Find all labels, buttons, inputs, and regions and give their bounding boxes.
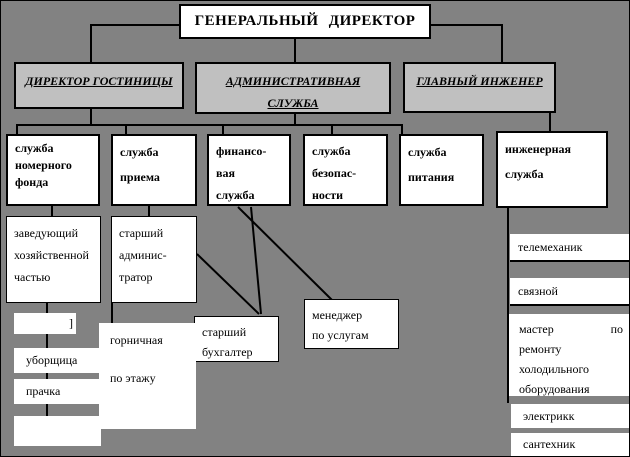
connector-line	[90, 24, 180, 26]
node-label: финансо-	[216, 144, 267, 158]
node-label: ]	[69, 316, 73, 330]
node-fragment: ]	[14, 313, 76, 334]
node-label: служба	[15, 141, 54, 155]
connector-line	[501, 24, 503, 63]
node-services-manager: менеджер по услугам	[304, 299, 399, 349]
node-label: старший	[119, 226, 164, 240]
node-label: служба	[408, 145, 447, 159]
node-liaison: связной	[510, 278, 629, 306]
node-label: менеджер	[312, 308, 363, 322]
node-refrigeration-repair-master: мастер по ремонту холодильного оборудова…	[509, 314, 629, 396]
node-engineering-service: инженерная служба	[496, 131, 608, 208]
node-label: электрикк	[523, 409, 575, 423]
connector-line	[222, 124, 224, 136]
connector-line	[51, 205, 53, 217]
connector-line	[90, 24, 92, 63]
node-plumber: сантехник	[511, 433, 629, 456]
node-senior-accountant: старший бухгалтер	[194, 316, 279, 362]
node-label: админис-	[119, 248, 167, 262]
connector-line	[294, 38, 296, 63]
connector-line	[90, 108, 92, 126]
connector-line-diagonal	[237, 206, 333, 301]
node-label: старший	[202, 325, 247, 339]
connector-line	[331, 124, 333, 136]
node-label: заведующий	[14, 226, 78, 240]
node-label: ГЛАВНЫЙ ИНЖЕНЕР	[416, 74, 543, 88]
node-label: мастер	[519, 322, 554, 336]
node-label: хозяйственной	[14, 248, 89, 262]
node-label: по этажу	[110, 371, 156, 385]
node-chief-engineer: ГЛАВНЫЙ ИНЖЕНЕР	[403, 62, 556, 113]
node-label: по услугам	[312, 328, 369, 342]
node-label: служба	[505, 167, 544, 181]
node-catering-service: служба питания	[399, 134, 484, 206]
node-label-line: мастер по	[519, 319, 623, 339]
node-hotel-director: ДИРЕКТОР ГОСТИНИЦЫ	[14, 62, 184, 109]
node-label: ремонту	[519, 342, 562, 356]
node-cleaner: уборщица	[14, 348, 111, 373]
connector-line	[401, 124, 403, 136]
node-label: оборудования	[519, 382, 590, 396]
connector-line-diagonal	[250, 206, 262, 315]
node-rooms-service: служба номерного фонда	[6, 134, 100, 206]
connector-line	[111, 302, 113, 324]
node-label: фонда	[15, 175, 49, 189]
node-label: связной	[518, 284, 558, 298]
node-label: ГЕНЕРАЛЬНЫЙ ДИРЕКТОР	[194, 13, 416, 29]
node-label: вая	[216, 166, 235, 180]
node-reception-service: служба приема	[111, 134, 197, 206]
connector-line	[148, 205, 150, 217]
node-finance-service: финансо- вая служба	[207, 134, 291, 206]
connector-line	[549, 112, 551, 132]
connector-line	[294, 112, 296, 126]
node-label: прачка	[26, 384, 61, 398]
node-label: служба	[120, 145, 159, 159]
node-security-service: служба безопас- ности	[303, 134, 388, 206]
node-admin-service: АДМИНИСТРАТИВНАЯ СЛУЖБА	[195, 62, 391, 114]
node-empty-box	[14, 416, 101, 446]
connector-line	[125, 124, 127, 136]
connector-line	[16, 124, 18, 136]
node-label: ности	[312, 188, 344, 202]
node-label: номерного	[15, 158, 72, 172]
node-label: СЛУЖБА	[267, 96, 319, 110]
node-label: частью	[14, 270, 51, 284]
node-label: уборщица	[26, 353, 78, 367]
node-label: по	[610, 322, 623, 336]
node-label: безопас-	[312, 166, 357, 180]
connector-line-diagonal	[196, 253, 260, 315]
node-label: АДМИНИСТРАТИВНАЯ	[225, 74, 361, 88]
node-laundress: прачка	[14, 379, 99, 404]
node-label: питания	[408, 170, 455, 184]
node-label: инженерная	[505, 142, 572, 156]
node-label: ДИРЕКТОР ГОСТИНИЦЫ	[25, 74, 173, 88]
node-telemechanic: телемеханик	[510, 234, 629, 262]
connector-line	[507, 207, 509, 403]
node-label: горничная	[110, 333, 163, 347]
node-senior-administrator: старший админис- тратор	[111, 216, 197, 303]
node-label: холодильного	[519, 362, 590, 376]
node-label: приема	[120, 170, 160, 184]
node-electrician: электрикк	[511, 404, 629, 428]
node-label: служба	[312, 144, 351, 158]
node-label: тратор	[119, 270, 153, 284]
node-label: бухгалтер	[202, 345, 253, 359]
node-general-director: ГЕНЕРАЛЬНЫЙ ДИРЕКТОР	[179, 4, 431, 39]
node-label: телемеханик	[518, 240, 583, 254]
node-maid: горничная по этажу	[99, 323, 196, 429]
connector-line	[431, 24, 503, 26]
node-housekeeping-manager: заведующий хозяйственной частью	[6, 216, 101, 303]
node-label: служба	[216, 188, 255, 202]
node-label: сантехник	[523, 437, 576, 451]
connector-line	[16, 124, 403, 126]
